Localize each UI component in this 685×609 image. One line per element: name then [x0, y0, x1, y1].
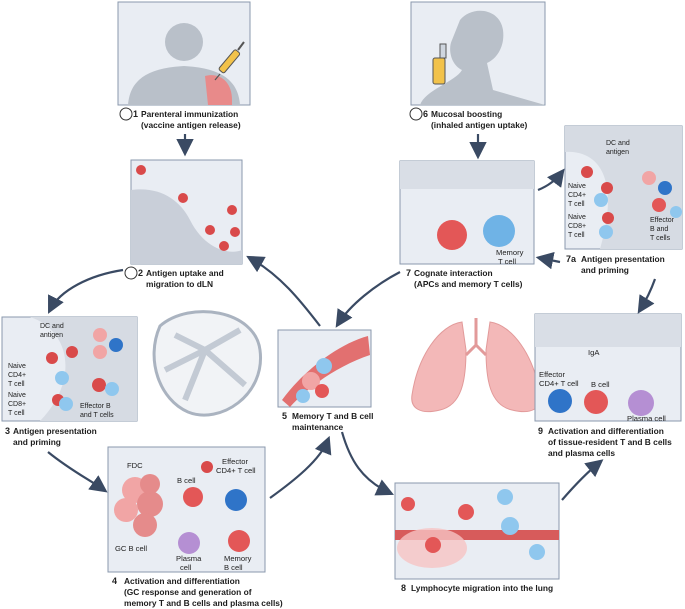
arm-injection-site	[205, 75, 232, 105]
label-iga: IgA	[588, 348, 600, 357]
panel-antigen-presentation	[1, 316, 138, 422]
step-2-caption: 2 Antigen uptake and migration to dLN	[138, 263, 228, 289]
panel-antigen-presentation-7a	[564, 125, 683, 250]
step-9-caption: 9 Activation and differentiation of tiss…	[538, 421, 676, 458]
label-fdc: FDC	[127, 461, 143, 470]
step-1-caption: 1 Parenteral immunization (vaccine antig…	[133, 104, 243, 130]
step-4-caption: 4 Activation and differentiation (GC res…	[112, 571, 283, 608]
step-8-caption: 8 Lymphocyte migration into the lung	[401, 578, 553, 595]
panel-cognate-interaction	[399, 160, 535, 265]
label-gc-b-cell: GC B cell	[115, 544, 147, 553]
lungs-illustration	[411, 318, 541, 413]
label-b-cell-4: B cell	[177, 476, 196, 485]
head-profile-silhouette	[420, 10, 545, 105]
step-3-caption: 3 Antigen presentation and priming	[5, 421, 101, 447]
flow-arrows	[47, 134, 657, 501]
step-7a-caption: 7a Antigen presentation and priming	[566, 249, 669, 275]
step-5-caption: 5 Memory T and B cell maintenance	[282, 406, 378, 432]
lymph-node-illustration	[152, 310, 262, 417]
panel-parenteral-immunization	[117, 1, 251, 106]
panel-mucosal-boosting	[410, 1, 546, 106]
panel-lymphocyte-migration	[394, 482, 560, 580]
panel-activation-differentiation	[107, 446, 266, 573]
label-b-cell-9: B cell	[591, 380, 610, 389]
step-6-caption: 6 Mucosal boosting (inhaled antigen upta…	[423, 104, 528, 130]
panel-antigen-uptake	[130, 159, 243, 265]
panel-memory-maintenance	[277, 329, 372, 408]
head-silhouette	[165, 23, 203, 61]
inhaler-icon	[432, 43, 447, 85]
panel-tissue-resident-activation	[534, 313, 682, 422]
fdc-cell	[201, 461, 213, 473]
step-7-caption: 7 Cognate interaction (APCs and memory T…	[406, 263, 523, 289]
label-plasma-cell-9: Plasma cell	[627, 414, 666, 423]
syringe-icon	[214, 41, 245, 81]
